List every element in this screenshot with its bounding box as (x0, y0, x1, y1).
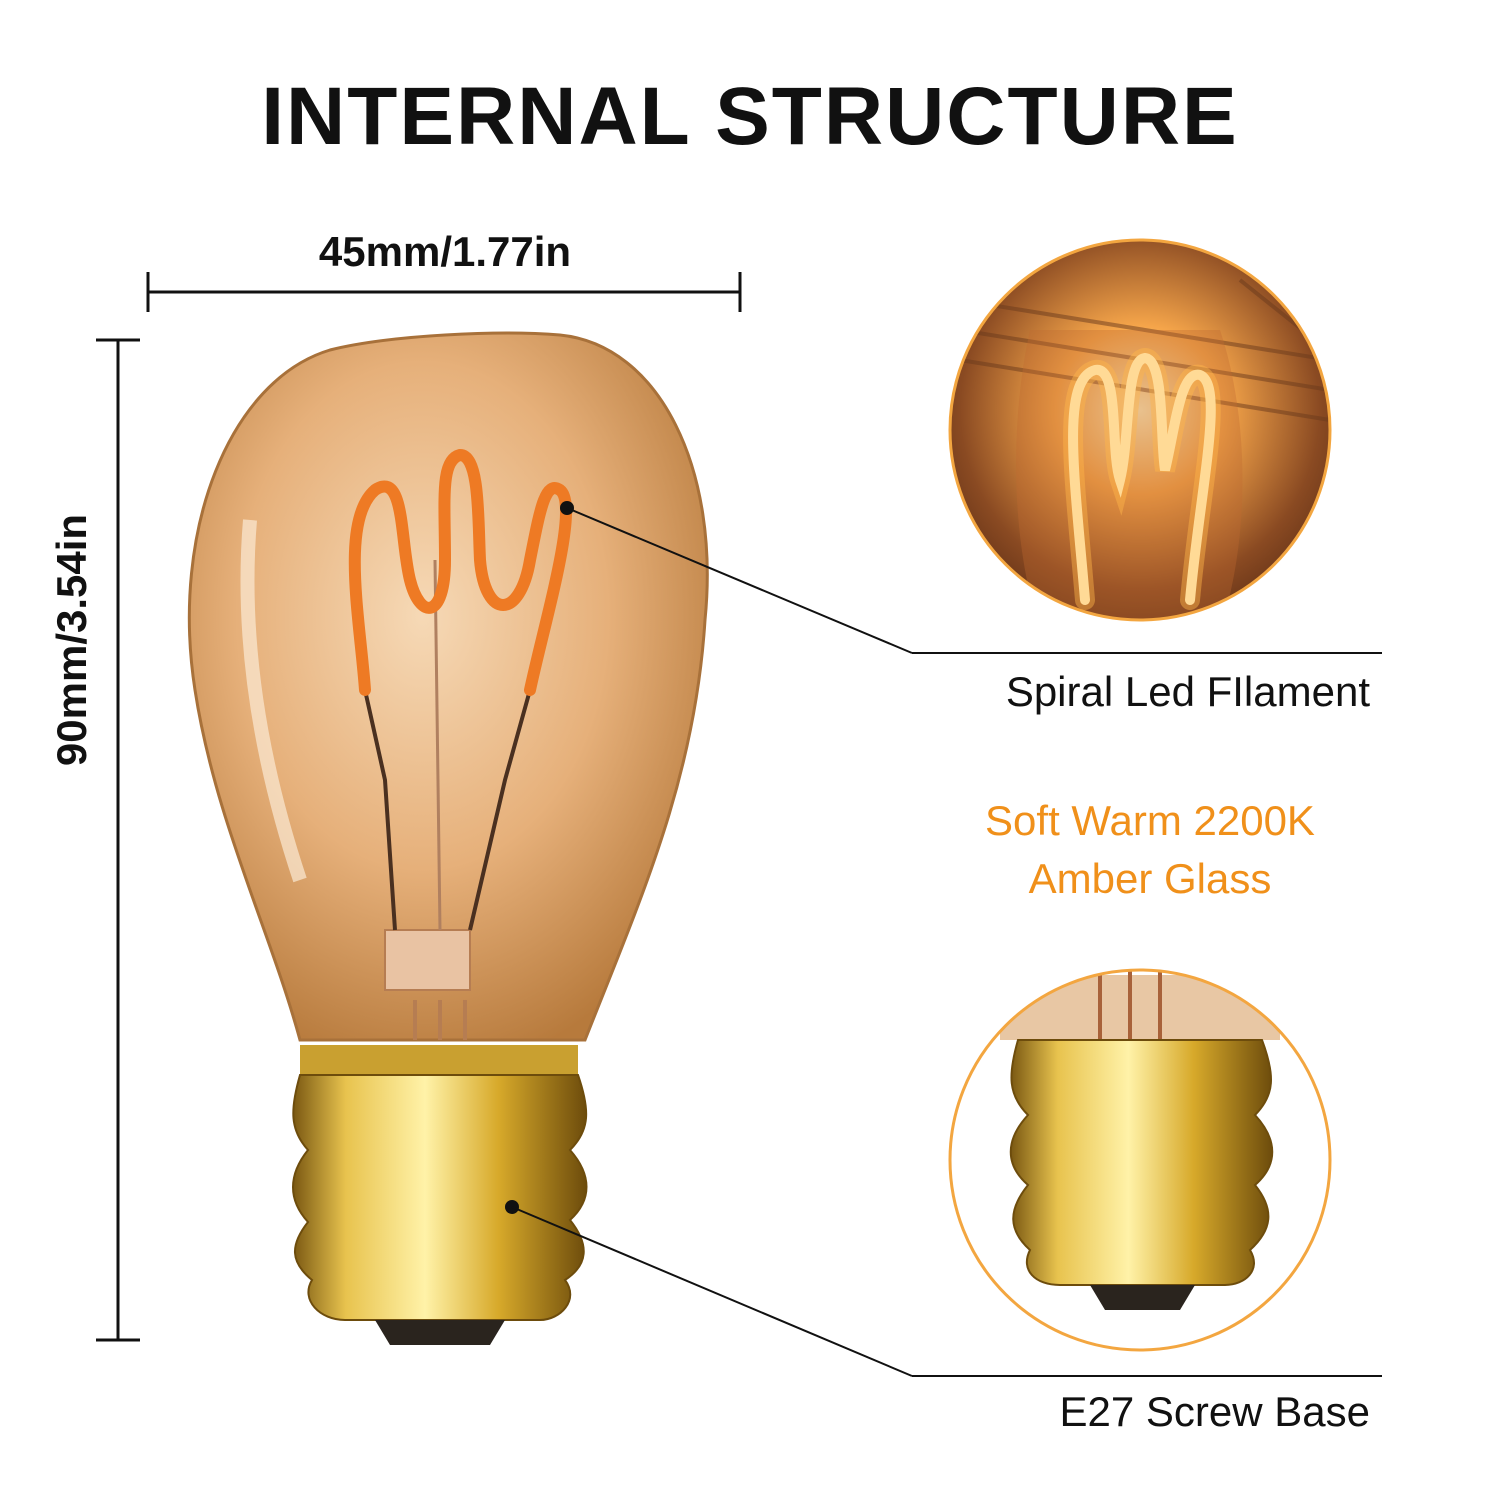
width-dimension-label: 45mm/1.77in (318, 228, 572, 275)
base-callout-line (505, 1200, 1382, 1377)
warm-glass-feature: Soft Warm 2200K Amber Glass (900, 792, 1400, 908)
width-dimension-line (146, 272, 742, 312)
amber-glass-text: Amber Glass (1028, 855, 1272, 902)
brass-screw-base (292, 1045, 588, 1345)
base-label: E27 Screw Base (1059, 1388, 1371, 1435)
height-dimension-line (96, 338, 140, 1342)
color-temp-text: Soft Warm 2200K (985, 797, 1315, 844)
filament-detail-circle (948, 238, 1332, 622)
amber-glass-bulb (187, 331, 709, 1042)
page-title: INTERNAL STRUCTURE (261, 71, 1239, 162)
filament-label: Spiral Led FIlament (1005, 668, 1370, 715)
base-detail-circle (948, 968, 1332, 1352)
filament-callout-line (560, 501, 1382, 654)
